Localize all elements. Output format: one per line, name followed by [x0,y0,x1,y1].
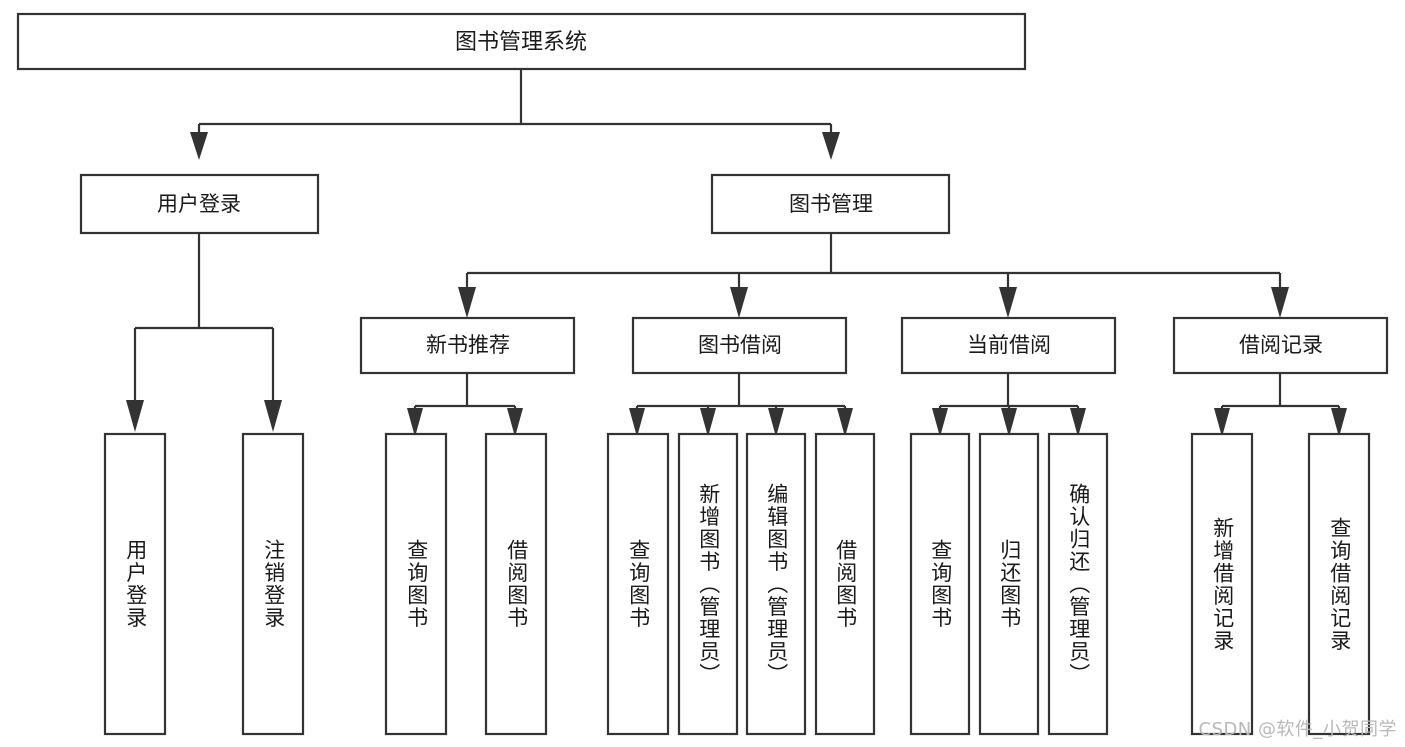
edges-layer [126,69,1347,437]
nodes-layer: 图书管理系统 用户登录 图书管理 新书推荐 图书借阅 [16,12,1389,736]
leaf-box-new-book-2[interactable] [484,432,548,736]
arrowhead-bookborrow-leaf-2 [700,408,716,437]
arrowhead-root-bookmgmt [822,132,840,160]
node-current-borrow[interactable]: 当前借阅 [900,316,1117,375]
leaf-box-current-borrow-2[interactable] [978,432,1040,736]
arrowhead-borrowrecord-leaf-1 [1214,408,1230,437]
leaf-box-borrow-record-1[interactable] [1190,432,1254,736]
leaf-box-new-book-1[interactable] [384,432,448,736]
node-root-box[interactable] [16,12,1027,71]
arrowhead-userlogin-child-1 [126,400,144,432]
arrowhead-bookmgmt-child-1 [458,287,476,318]
arrowhead-currentborrow-leaf-2 [1001,408,1017,437]
node-book-management[interactable]: 图书管理 [710,173,951,235]
node-borrow-record-label: 借阅记录 [1239,333,1323,357]
leaf-box-user-login-1[interactable] [103,432,167,736]
arrowhead-newbook-leaf-2 [507,408,523,437]
leaf-box-book-borrow-1[interactable] [606,432,670,736]
arrowhead-bookmgmt-child-4 [1271,287,1289,318]
leaf-box-book-borrow-4[interactable] [814,432,876,736]
arrowhead-currentborrow-leaf-3 [1070,408,1086,437]
leaf-box-user-login-2[interactable] [241,432,305,736]
node-root-label: 图书管理系统 [455,30,587,55]
leaf-box-borrow-record-2[interactable] [1307,432,1371,736]
node-book-management-box[interactable] [710,173,951,235]
leaf-box-current-borrow-3[interactable] [1047,432,1109,736]
node-book-borrow[interactable]: 图书借阅 [631,316,848,375]
node-user-login-box[interactable] [79,173,320,235]
arrowhead-bookmgmt-child-3 [999,287,1017,318]
leaf-box-book-borrow-3[interactable] [745,432,807,736]
node-new-book-recommend[interactable]: 新书推荐 [359,316,576,375]
node-book-borrow-box[interactable] [631,316,848,375]
arrowhead-bookborrow-leaf-1 [629,408,645,437]
arrowhead-userlogin-child-2 [264,400,282,432]
arrowhead-bookborrow-leaf-3 [768,408,784,437]
node-current-borrow-label: 当前借阅 [967,333,1051,357]
arrowhead-bookmgmt-child-2 [730,287,748,318]
node-book-borrow-label: 图书借阅 [698,333,782,357]
node-new-book-recommend-box[interactable] [359,316,576,375]
arrowhead-bookborrow-leaf-4 [837,408,853,437]
node-borrow-record-box[interactable] [1172,316,1389,375]
arrowhead-root-userlogin [190,132,208,160]
node-user-login-label: 用户登录 [157,192,241,216]
csdn-watermark: CSDN @软件_小贺同学 [1198,719,1397,740]
arrowhead-newbook-leaf-1 [407,408,423,437]
node-current-borrow-box[interactable] [900,316,1117,375]
node-book-management-label: 图书管理 [789,192,873,216]
node-borrow-record[interactable]: 借阅记录 [1172,316,1389,375]
arrowhead-borrowrecord-leaf-2 [1331,408,1347,437]
leaf-box-current-borrow-1[interactable] [909,432,971,736]
node-user-login[interactable]: 用户登录 [79,173,320,235]
arrowhead-currentborrow-leaf-1 [932,408,948,437]
node-root[interactable]: 图书管理系统 [16,12,1027,71]
leaf-box-book-borrow-2[interactable] [677,432,739,736]
node-new-book-recommend-label: 新书推荐 [426,333,510,357]
